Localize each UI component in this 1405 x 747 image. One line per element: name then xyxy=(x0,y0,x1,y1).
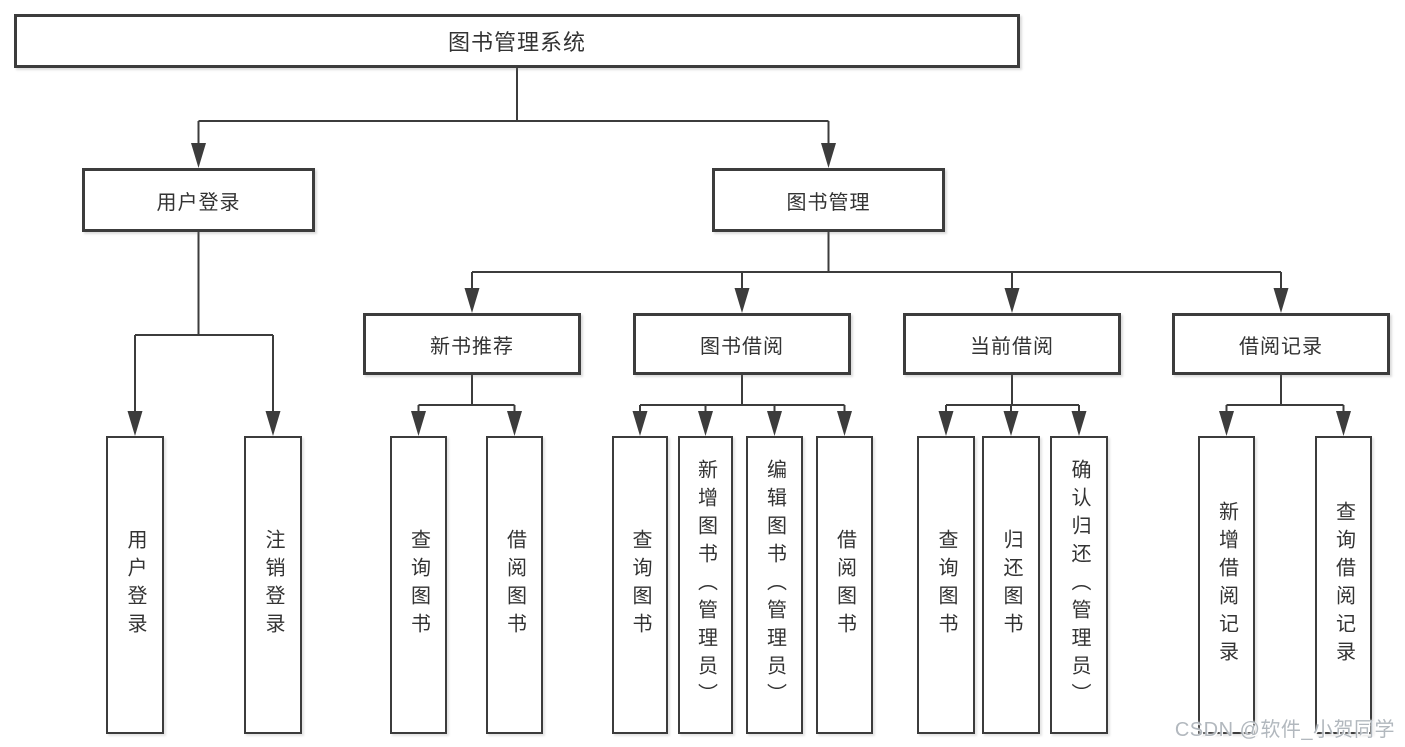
connector-lines xyxy=(134,68,1345,416)
leaf-br-add-record: 新增借阅记录 xyxy=(1198,436,1255,734)
leaf-br-query-record: 查询借阅记录 xyxy=(1315,436,1372,734)
node-root: 图书管理系统 xyxy=(14,14,1020,68)
leaf-nb-query-books: 查询图书 xyxy=(390,436,447,734)
leaf-bb-query-books: 查询图书 xyxy=(612,436,668,734)
leaf-cb-query-books: 查询图书 xyxy=(917,436,975,734)
node-book-management: 图书管理 xyxy=(712,168,945,232)
leaf-bb-add-books-admin: 新增图书（管理员） xyxy=(678,436,733,734)
node-borrow-records: 借阅记录 xyxy=(1172,313,1390,375)
leaf-logout: 注销登录 xyxy=(244,436,302,734)
leaf-cb-return-books: 归还图书 xyxy=(982,436,1040,734)
node-user-login: 用户登录 xyxy=(82,168,315,232)
connector-arrowheads xyxy=(127,143,1351,436)
node-current-borrowing: 当前借阅 xyxy=(903,313,1121,375)
leaf-cb-confirm-return-admin: 确认归还（管理员） xyxy=(1050,436,1108,734)
node-book-borrowing: 图书借阅 xyxy=(633,313,851,375)
leaf-nb-borrow-books: 借阅图书 xyxy=(486,436,543,734)
watermark: CSDN @软件_小贺同学 xyxy=(1174,719,1395,741)
leaf-bb-borrow-books: 借阅图书 xyxy=(816,436,873,734)
node-new-book-recommend: 新书推荐 xyxy=(363,313,581,375)
leaf-bb-edit-books-admin: 编辑图书（管理员） xyxy=(746,436,803,734)
leaf-user-login: 用户登录 xyxy=(106,436,164,734)
